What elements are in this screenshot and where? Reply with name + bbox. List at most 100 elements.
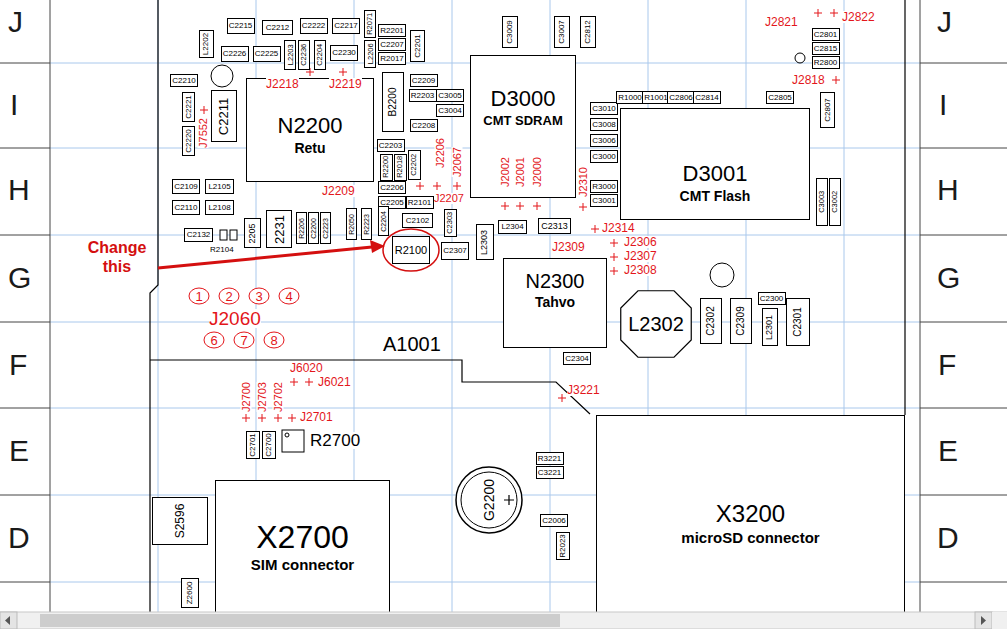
scroll-corner	[992, 612, 1007, 629]
part-name: C3003	[818, 191, 826, 213]
part-name: R3000	[592, 183, 616, 191]
part-name: R2100	[395, 245, 427, 256]
component-footprint: R2050	[346, 208, 357, 240]
component-footprint: C2215	[227, 18, 255, 34]
test-point-label: J7552	[198, 118, 209, 148]
component-footprint: C2701	[246, 431, 260, 459]
part-name: D3000	[491, 88, 556, 110]
grid-reference: J	[8, 7, 23, 37]
frame-ticks-left	[0, 63, 50, 582]
connector-pad: 2	[218, 287, 240, 305]
grid-reference: H	[8, 175, 30, 205]
component-footprint: C2307	[441, 242, 469, 260]
mounting-hole	[710, 263, 734, 287]
component-footprint: C3002	[829, 178, 841, 226]
part-name: C2236	[300, 44, 308, 66]
component-footprint: C2806	[667, 91, 695, 104]
grid-reference: D	[8, 523, 30, 553]
component-footprint: C2200	[308, 212, 319, 244]
part-name: C2309	[736, 306, 746, 335]
test-point-marks	[200, 9, 840, 422]
part-name: C2206	[380, 184, 404, 192]
ic-package: N2300Tahvo	[503, 258, 607, 348]
component-footprint: C2230	[330, 45, 358, 61]
component-footprint: C2801	[812, 28, 840, 41]
component-footprint: B2200	[382, 72, 404, 132]
part-name: C2223	[322, 218, 329, 239]
part-name: R2201	[380, 27, 404, 35]
part-name: C2815	[814, 45, 838, 53]
grid-reference: F	[938, 350, 956, 380]
test-point-label: J2703	[257, 382, 268, 412]
component-footprint: C2223	[320, 212, 331, 244]
part-name: R2101	[408, 199, 432, 207]
callout-note: Change this	[76, 238, 158, 276]
component-footprint: R1000	[616, 91, 644, 104]
component-footprint: C2102	[402, 213, 433, 228]
pin-number: 4	[285, 290, 292, 303]
component-footprint: R2023	[556, 532, 570, 560]
test-point-label: J2310	[578, 167, 589, 197]
battery-footprint: G2200	[455, 466, 523, 534]
test-point-label: J2822	[842, 11, 875, 23]
test-point-label: J2700	[241, 382, 252, 412]
part-name: C2201	[414, 34, 422, 58]
component-footprint: R1001	[642, 91, 670, 104]
component-footprint: C3010	[590, 102, 618, 115]
inductor-footprint: L2302	[620, 290, 692, 358]
test-point-label: J2060	[209, 309, 261, 328]
component-footprint: C3004	[436, 104, 464, 117]
component-footprint: R3221	[536, 452, 564, 465]
part-name: C2300	[760, 295, 784, 303]
part-name: R2023	[559, 534, 567, 558]
component-footprint: C2221	[182, 92, 195, 122]
grid-reference: H	[937, 175, 959, 205]
pad-outline	[249, 288, 269, 304]
scroll-arrow	[5, 616, 10, 625]
part-name: C3006	[592, 137, 616, 145]
part-label: R2700	[310, 432, 360, 449]
component-footprint: R2800	[812, 56, 840, 69]
part-label: A1001	[383, 334, 441, 354]
test-point-label: J2207	[434, 193, 464, 204]
pin-number: 6	[210, 334, 217, 347]
test-point-label: J2702	[273, 382, 284, 412]
part-name: 2231	[273, 215, 286, 244]
part-name: C2207	[380, 41, 404, 49]
resistor-symbol	[220, 230, 227, 240]
part-name: C3005	[438, 92, 462, 100]
component-footprint: C2225	[253, 46, 281, 62]
part-name: C2132	[187, 231, 211, 239]
resistor-symbol	[230, 230, 237, 240]
component-footprint: L2301	[762, 308, 778, 346]
scroll-arrow	[981, 616, 986, 625]
ic-package: N2200Retu	[246, 78, 374, 182]
component-footprint: 2231	[266, 210, 292, 248]
part-name: Z2600	[186, 582, 194, 605]
component-footprint: C2236	[298, 40, 310, 70]
part-name: C2212	[266, 24, 290, 32]
part-name: R2223	[363, 214, 370, 235]
ic-package: X3200microSD connector	[596, 415, 905, 629]
part-name: R2017	[380, 55, 404, 63]
part-name: R2018	[397, 156, 405, 178]
component-footprint: C2204	[378, 206, 389, 236]
connector-pad: 3	[248, 287, 270, 305]
component-footprint: C3001	[590, 194, 618, 207]
part-name: C3008	[592, 121, 616, 129]
component-footprint: C3008	[590, 118, 618, 131]
component-footprint: R2201	[378, 24, 406, 37]
part-name: C2200	[310, 218, 317, 239]
part-name: L2105	[208, 183, 230, 191]
grid-reference: G	[937, 263, 960, 293]
test-point-label: J2209	[322, 185, 355, 197]
part-name: C3009	[506, 20, 514, 44]
grid-reference: I	[10, 90, 18, 120]
part-name: C2806	[669, 94, 693, 102]
part-name: C2701	[249, 433, 257, 457]
part-name: R2071	[366, 13, 374, 35]
part-name: C2102	[406, 217, 430, 225]
resistor-symbol	[282, 430, 304, 452]
part-name: G2200	[482, 479, 496, 521]
part-name: C2202	[411, 154, 419, 176]
